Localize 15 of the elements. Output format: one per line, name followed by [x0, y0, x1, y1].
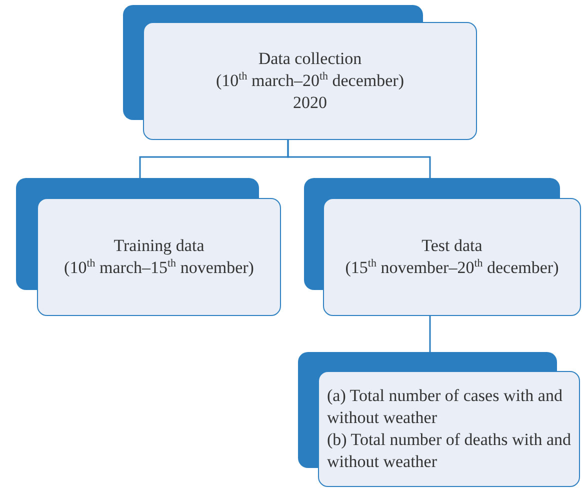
box-text: (15$^{th}$ november–20$^{th}$ december) — [345, 257, 559, 279]
process-box — [16, 178, 281, 317]
box-text: (a) Total number of cases with and without weather — [327, 385, 564, 429]
process-box — [123, 5, 477, 141]
box-text: Test data — [422, 235, 482, 257]
box-text: (10$^{th}$ march–15$^{th}$ november) — [64, 257, 254, 279]
box-text: Training data — [114, 235, 204, 257]
box-text: 2020 — [293, 92, 327, 114]
process-box — [298, 352, 581, 488]
box-text: (10$^{th}$ march–20$^{th}$ december) — [216, 70, 404, 92]
connector-line — [287, 140, 431, 178]
box-text: (b) Total number of deaths with and without weather — [327, 429, 571, 473]
box-text: Data collection — [258, 48, 362, 70]
process-box — [304, 178, 582, 317]
connector-line — [429, 316, 431, 352]
